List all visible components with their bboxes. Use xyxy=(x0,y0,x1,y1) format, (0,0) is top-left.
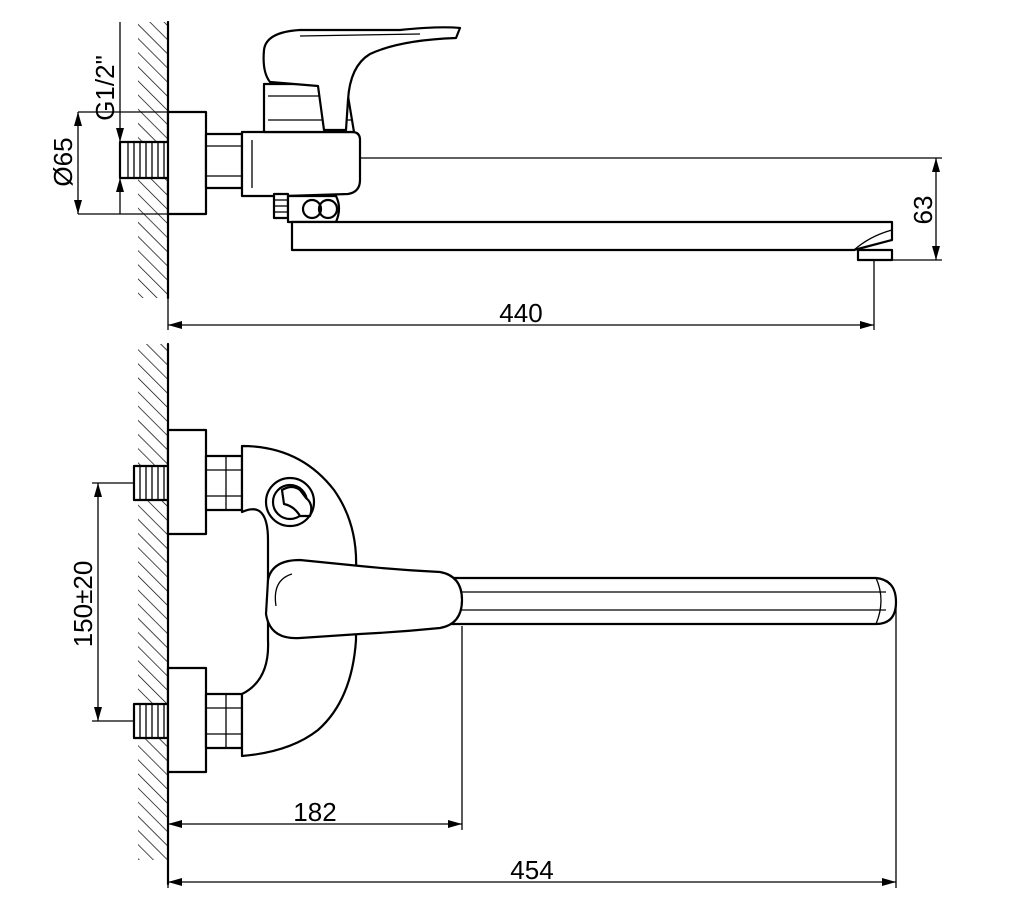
dimension-inlet-spacing: 150±20 xyxy=(68,482,134,722)
dimension-outlet-diameter: Ø65 xyxy=(48,111,168,215)
threaded-inlet-side xyxy=(118,140,172,180)
dimension-overall-length-label: 454 xyxy=(510,855,553,885)
dimension-thread: G1/2" xyxy=(90,22,124,214)
mixer-body-side xyxy=(240,130,362,198)
upper-inlet-front xyxy=(132,428,244,536)
eccentric-nut-side xyxy=(204,132,244,190)
dimension-outlet-diameter-label: Ø65 xyxy=(48,137,78,186)
dimension-overall-length: 454 xyxy=(167,604,897,888)
wall-flange-side xyxy=(166,110,208,216)
lever-handle-side xyxy=(262,26,462,132)
lever-handle-front xyxy=(264,558,464,640)
front-view xyxy=(132,342,898,886)
wall-hatch-bottom xyxy=(138,344,168,860)
diverter-knob-front xyxy=(264,476,316,528)
dimension-spout-height-label: 63 xyxy=(908,196,938,225)
dimension-spout-height: 63 xyxy=(908,158,940,260)
dimension-inlet-spacing-label: 150±20 xyxy=(68,561,98,648)
dimension-handle-reach-label: 182 xyxy=(293,797,336,827)
dimension-thread-label: G1/2" xyxy=(90,55,120,121)
spout-side xyxy=(290,220,894,252)
lower-inlet-front xyxy=(132,666,244,774)
dimension-handle-reach: 182 xyxy=(167,626,463,830)
aerator-side xyxy=(856,248,894,262)
dimension-spout-length-label: 440 xyxy=(499,298,542,328)
dimension-spout-length: 440 xyxy=(167,260,875,330)
side-view xyxy=(118,20,942,300)
diverter-knob-side xyxy=(272,192,341,224)
spout-front xyxy=(438,576,898,626)
